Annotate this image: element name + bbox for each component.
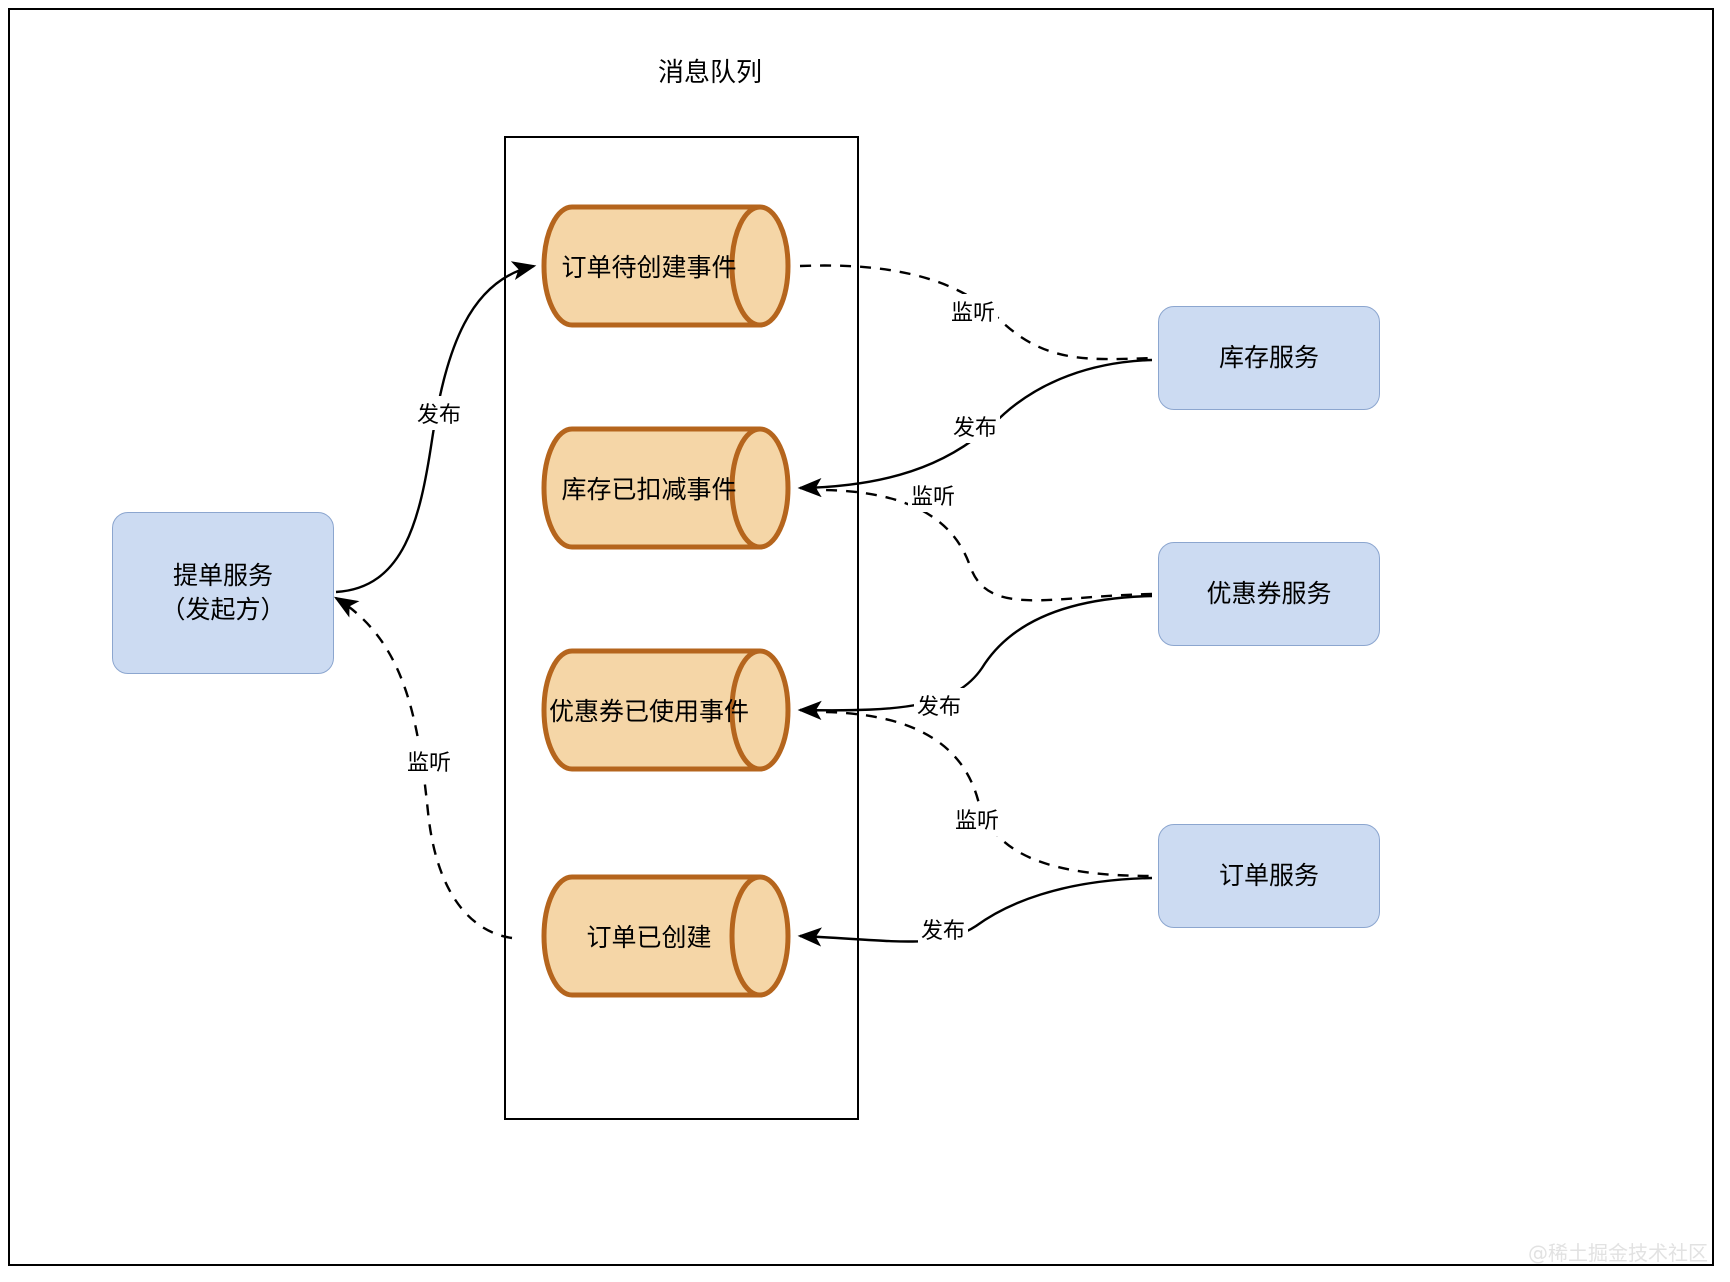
edge-label-publish-order-created: 发布 — [918, 912, 969, 946]
service-box-coupon[interactable]: 优惠券服务 — [1158, 542, 1380, 646]
edge-label-listen-coupon-used: 监听 — [952, 802, 1003, 836]
service-label-line1: 提单服务 — [172, 561, 273, 591]
event-cylinder-order-created[interactable]: 订单已创建 — [540, 874, 792, 998]
watermark: @稀土掘金技术社区 — [1528, 1241, 1708, 1265]
diagram-outer-frame — [8, 8, 1714, 1266]
edge-label-listen-order-pending: 监听 — [948, 294, 999, 328]
edge-label-listen-stock-deducted: 监听 — [908, 478, 959, 512]
event-cylinder-coupon-used[interactable]: 优惠券已使用事件 — [540, 648, 792, 772]
cylinder-shape — [541, 426, 791, 550]
event-label: 优惠券已使用事件 — [548, 697, 749, 726]
cylinder-shape — [541, 648, 791, 772]
edge-label-publish-coupon-used: 发布 — [914, 688, 965, 722]
service-label-line2: （发起方） — [160, 595, 286, 624]
event-cylinder-stock-deducted[interactable]: 库存已扣减事件 — [540, 426, 792, 550]
event-cylinder-order-pending-created[interactable]: 订单待创建事件 — [540, 204, 792, 328]
service-label-wrapper: 提单服务 （发起方） — [160, 559, 285, 627]
cylinder-shape — [541, 204, 791, 328]
service-box-submit-order[interactable]: 提单服务 （发起方） — [112, 512, 334, 674]
diagram-title: 消息队列 — [657, 58, 762, 88]
event-label: 订单已创建 — [586, 923, 712, 952]
service-box-order[interactable]: 订单服务 — [1158, 824, 1380, 928]
event-label: 订单待创建事件 — [561, 253, 737, 282]
service-box-stock[interactable]: 库存服务 — [1158, 306, 1380, 410]
edge-label-publish-order-pending: 发布 — [414, 396, 465, 430]
edge-label-publish-stock-deducted: 发布 — [950, 409, 1001, 443]
cylinder-shape — [541, 874, 791, 998]
event-label: 库存已扣减事件 — [561, 475, 737, 504]
edge-label-listen-order-created: 监听 — [404, 744, 455, 778]
